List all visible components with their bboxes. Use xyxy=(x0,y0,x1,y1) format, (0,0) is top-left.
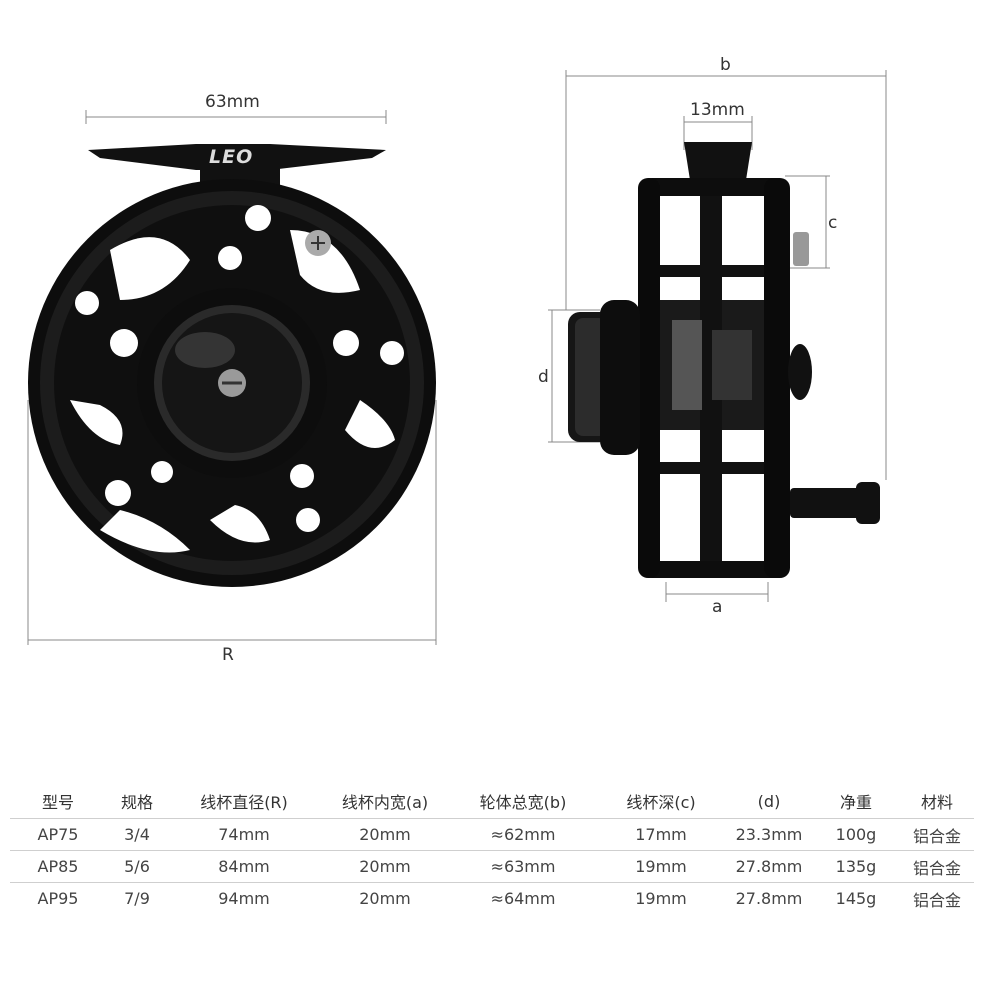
cell-diameter: 84mm xyxy=(168,850,320,883)
cell-inner-width: 20mm xyxy=(320,818,450,851)
cell-depth: 19mm xyxy=(596,882,726,914)
header-spec: 规格 xyxy=(106,784,168,819)
cell-depth: 17mm xyxy=(596,818,726,851)
header-material: 材料 xyxy=(900,784,974,819)
cell-depth: 19mm xyxy=(596,850,726,883)
table-row: AP75 3/4 74mm 20mm ≈62mm 17mm 23.3mm 100… xyxy=(10,818,974,851)
table-row: AP85 5/6 84mm 20mm ≈63mm 19mm 27.8mm 135… xyxy=(10,850,974,883)
dim-63mm-label: 63mm xyxy=(205,92,260,112)
cell-weight: 135g xyxy=(812,850,900,883)
header-model: 型号 xyxy=(10,784,106,819)
cell-diameter: 94mm xyxy=(168,882,320,914)
reel-front-view xyxy=(27,110,437,645)
cell-inner-width: 20mm xyxy=(320,882,450,914)
header-d: (d) xyxy=(726,784,812,819)
dim-b-label: b xyxy=(720,55,731,75)
cell-inner-width: 20mm xyxy=(320,850,450,883)
cell-spec: 5/6 xyxy=(106,850,168,883)
dim-d-label: d xyxy=(538,367,549,387)
dim-R-label: R xyxy=(222,645,234,665)
dim-a-label: a xyxy=(712,597,723,617)
header-inner-width: 线杯内宽(a) xyxy=(320,784,450,819)
cell-d: 23.3mm xyxy=(726,818,812,851)
dim-13mm-label: 13mm xyxy=(690,100,745,120)
cell-d: 27.8mm xyxy=(726,850,812,883)
reel-side-view xyxy=(548,70,887,602)
header-weight: 净重 xyxy=(812,784,900,819)
cell-total-width: ≈63mm xyxy=(450,850,596,883)
dim-c-label: c xyxy=(828,213,838,233)
cell-material: 铝合金 xyxy=(900,850,974,883)
cell-total-width: ≈64mm xyxy=(450,882,596,914)
cell-model: AP75 xyxy=(10,818,106,851)
cell-model: AP85 xyxy=(10,850,106,883)
cell-d: 27.8mm xyxy=(726,882,812,914)
header-depth: 线杯深(c) xyxy=(596,784,726,819)
table-header-row: 型号 规格 线杯直径(R) 线杯内宽(a) 轮体总宽(b) 线杯深(c) (d)… xyxy=(10,784,974,819)
cell-weight: 100g xyxy=(812,818,900,851)
cell-model: AP95 xyxy=(10,882,106,914)
cell-spec: 7/9 xyxy=(106,882,168,914)
cell-weight: 145g xyxy=(812,882,900,914)
spec-table: 型号 规格 线杯直径(R) 线杯内宽(a) 轮体总宽(b) 线杯深(c) (d)… xyxy=(10,784,974,914)
header-total-width: 轮体总宽(b) xyxy=(450,784,596,819)
brand-logo: LEO xyxy=(209,146,254,168)
header-diameter: 线杯直径(R) xyxy=(168,784,320,819)
cell-total-width: ≈62mm xyxy=(450,818,596,851)
cell-spec: 3/4 xyxy=(106,818,168,851)
cell-diameter: 74mm xyxy=(168,818,320,851)
cell-material: 铝合金 xyxy=(900,882,974,914)
cell-material: 铝合金 xyxy=(900,818,974,851)
table-row: AP95 7/9 94mm 20mm ≈64mm 19mm 27.8mm 145… xyxy=(10,882,974,914)
